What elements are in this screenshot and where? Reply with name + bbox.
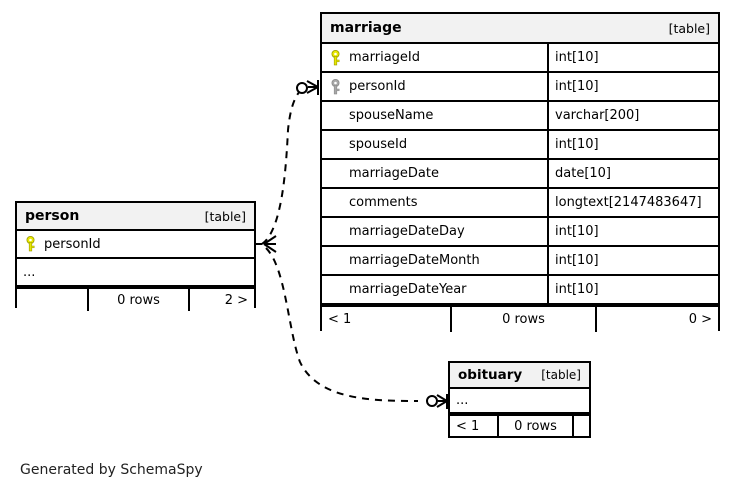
child-count[interactable]: 0 > xyxy=(595,307,718,332)
column-name-cell: marriageDateDay xyxy=(322,218,547,245)
crowsfoot-person-a xyxy=(256,235,277,253)
table-row[interactable]: marriageDateMonth int[10] xyxy=(322,247,718,276)
table-row[interactable]: comments longtext[2147483647] xyxy=(322,189,718,218)
table-row[interactable]: personId int[10] xyxy=(322,73,718,102)
table-title: person xyxy=(25,208,80,224)
table-title: obituary xyxy=(458,367,523,383)
zero-cardinality-marker xyxy=(296,82,308,94)
table-row[interactable]: marriageId int[10] xyxy=(322,44,718,73)
more-columns-ellipsis: ... xyxy=(23,264,36,280)
table-row[interactable]: personId xyxy=(17,231,254,259)
edge-person-marriage xyxy=(256,80,319,253)
column-type-cell: int[10] xyxy=(547,73,718,100)
column-type-cell: int[10] xyxy=(547,218,718,245)
table-header-obituary: obituary [table] xyxy=(450,363,589,389)
column-type-cell: int[10] xyxy=(547,131,718,158)
row-count: 0 rows xyxy=(450,307,595,332)
table-type-tag: [table] xyxy=(668,20,710,36)
column-name-cell: marriageId xyxy=(322,44,547,71)
table-row[interactable]: spouseName varchar[200] xyxy=(322,102,718,131)
column-name-text: marriageId xyxy=(349,50,421,65)
table-row[interactable]: marriageDateDay int[10] xyxy=(322,218,718,247)
column-type-cell: int[10] xyxy=(547,276,718,303)
column-type-cell: int[10] xyxy=(547,44,718,71)
no-key-icon xyxy=(329,282,342,298)
crowsfoot-obituary xyxy=(436,394,448,409)
column-type-cell: int[10] xyxy=(547,247,718,274)
child-count[interactable]: 2 > xyxy=(188,289,254,311)
column-name-text: marriageDateDay xyxy=(349,224,465,239)
table-title: marriage xyxy=(330,20,402,36)
table-footer-person: 0 rows 2 > xyxy=(17,287,254,311)
column-name-cell: spouseName xyxy=(322,102,547,129)
column-name-text: spouseId xyxy=(349,137,408,152)
column-name-cell: personId xyxy=(322,73,547,100)
table-footer-marriage: < 1 0 rows 0 > xyxy=(322,305,718,332)
no-key-icon xyxy=(329,137,342,153)
parent-count[interactable]: < 1 xyxy=(328,312,352,327)
no-key-icon xyxy=(329,195,342,211)
table-node-person[interactable]: person [table] personId ... xyxy=(15,201,256,311)
no-key-icon xyxy=(329,253,342,269)
no-key-icon xyxy=(329,108,342,124)
table-row[interactable]: spouseId int[10] xyxy=(322,131,718,160)
table-row-more-columns[interactable]: ... xyxy=(450,389,589,414)
table-type-tag: [table] xyxy=(541,368,581,382)
column-name-text: spouseName xyxy=(349,108,434,123)
parent-count[interactable] xyxy=(17,289,87,311)
foreign-key-icon xyxy=(329,78,342,95)
primary-key-icon xyxy=(329,49,342,66)
column-name-cell: marriageDateMonth xyxy=(322,247,547,274)
table-row-more-columns[interactable]: ... xyxy=(17,259,254,287)
table-header-marriage: marriage [table] xyxy=(322,14,718,44)
column-name-cell: personId xyxy=(17,231,254,257)
column-name-text: marriageDateMonth xyxy=(349,253,480,268)
table-row[interactable]: marriageDateYear int[10] xyxy=(322,276,718,305)
column-name-cell: marriageDate xyxy=(322,160,547,187)
more-columns-ellipsis: ... xyxy=(456,393,469,408)
no-key-icon xyxy=(329,224,342,240)
row-count: 0 rows xyxy=(497,416,572,436)
column-name-text: personId xyxy=(349,79,406,94)
table-node-obituary[interactable]: obituary [table] ... < 1 0 rows xyxy=(448,361,591,438)
no-key-icon xyxy=(329,166,342,182)
crowsfoot-marriage xyxy=(306,80,319,95)
column-name-cell: spouseId xyxy=(322,131,547,158)
column-name-text: personId xyxy=(44,236,101,252)
column-name-cell: marriageDateYear xyxy=(322,276,547,303)
table-row[interactable]: marriageDate date[10] xyxy=(322,160,718,189)
row-count: 0 rows xyxy=(87,289,188,311)
column-name-text: comments xyxy=(349,195,418,210)
parent-count[interactable]: < 1 xyxy=(456,418,480,434)
zero-cardinality-marker xyxy=(426,395,438,407)
child-count[interactable] xyxy=(572,416,589,436)
primary-key-icon xyxy=(24,236,37,252)
column-name-text: marriageDate xyxy=(349,166,439,181)
table-header-person: person [table] xyxy=(17,203,254,231)
table-footer-obituary: < 1 0 rows xyxy=(450,414,589,436)
column-type-cell: longtext[2147483647] xyxy=(547,189,718,216)
table-node-marriage[interactable]: marriage [table] marriageId int[10] xyxy=(320,12,720,332)
column-type-cell: varchar[200] xyxy=(547,102,718,129)
table-type-tag: [table] xyxy=(204,208,246,224)
column-name-text: marriageDateYear xyxy=(349,282,467,297)
column-type-cell: date[10] xyxy=(547,160,718,187)
generated-by-caption: Generated by SchemaSpy xyxy=(20,462,203,478)
column-name-cell: comments xyxy=(322,189,547,216)
